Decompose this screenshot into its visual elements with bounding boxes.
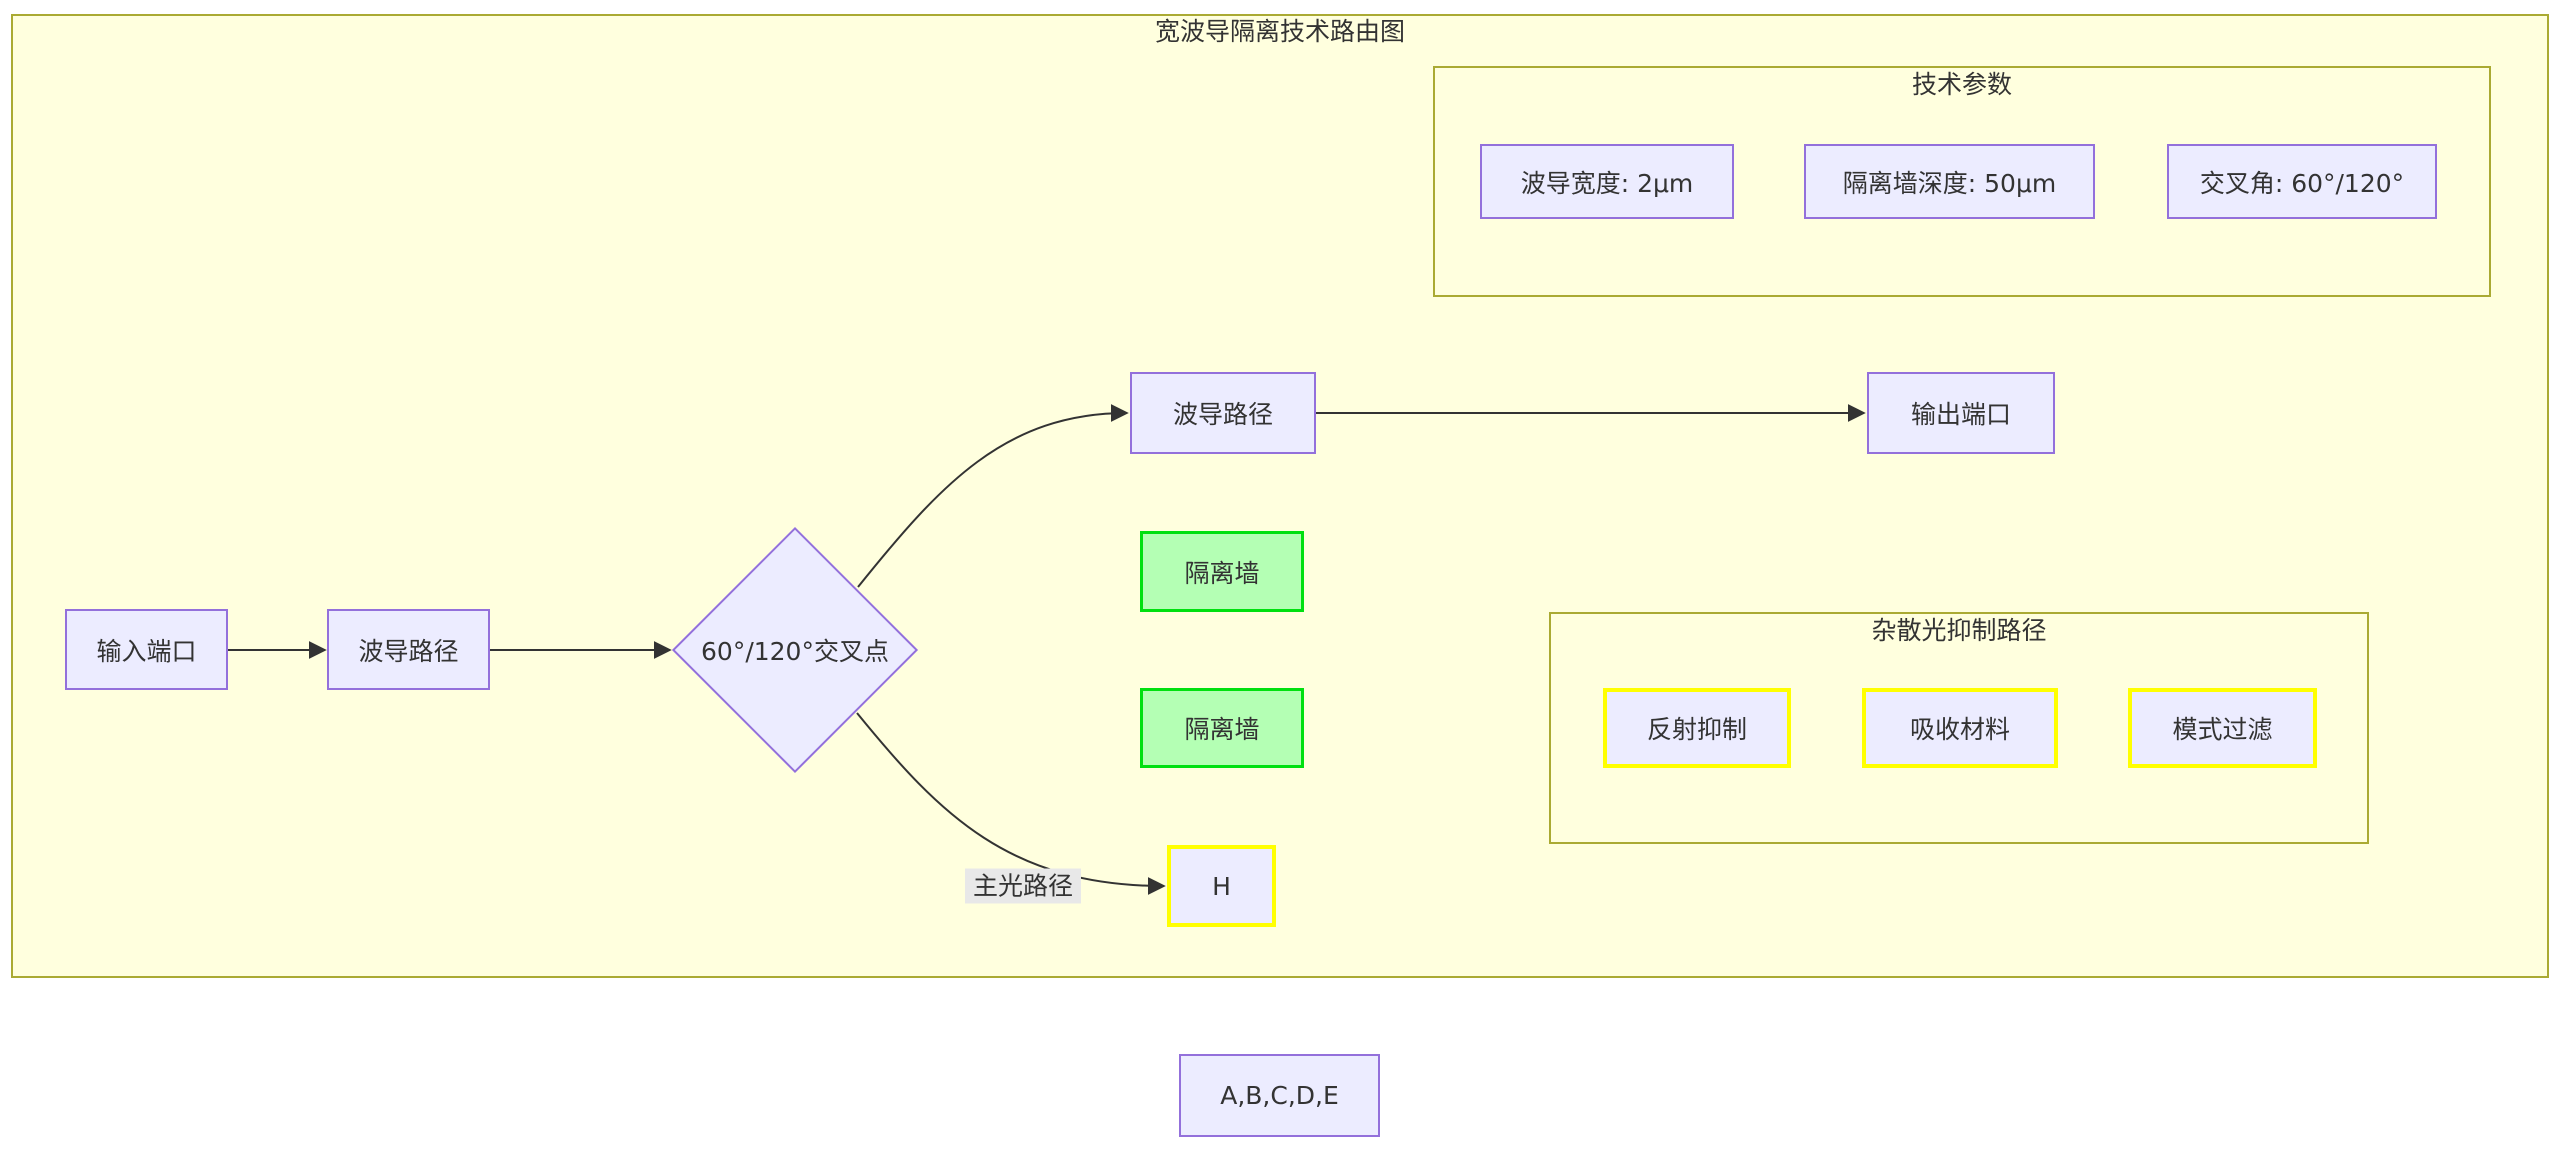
node-param-waveguide-width: 波导宽度: 2μm [1480, 144, 1734, 219]
cluster-title-tech-params: 技术参数 [1911, 70, 2012, 99]
node-input-port: 输入端口 [65, 609, 228, 690]
node-mode-filter: 模式过滤 [2128, 688, 2317, 768]
edge-crossing-to-h [856, 712, 1166, 895]
node-reflection-suppression: 反射抑制 [1603, 688, 1791, 768]
edge-crossing-to-waveguide-out [857, 404, 1129, 588]
node-isolation-wall-bottom: 隔离墙 [1140, 688, 1304, 768]
node-output-port: 输出端口 [1867, 372, 2055, 454]
node-crossing-point-label: 60°/120°交叉点 [701, 637, 889, 666]
node-param-wall-depth: 隔离墙深度: 50μm [1804, 144, 2095, 219]
cluster-title-stray-light: 杂散光抑制路径 [1871, 616, 2047, 645]
node-waveguide-path-in: 波导路径 [327, 609, 490, 690]
node-param-crossing-angle: 交叉角: 60°/120° [2167, 144, 2437, 219]
node-h-port: H [1167, 845, 1276, 927]
node-port-list: A,B,C,D,E [1179, 1054, 1380, 1137]
diagram-title: 宽波导隔离技术路由图 [1154, 17, 1405, 46]
node-absorbing-material: 吸收材料 [1862, 688, 2058, 768]
node-waveguide-path-out: 波导路径 [1130, 372, 1316, 454]
edge-label-main-light-path: 主光路径 [964, 868, 1082, 904]
node-isolation-wall-top: 隔离墙 [1140, 531, 1304, 612]
